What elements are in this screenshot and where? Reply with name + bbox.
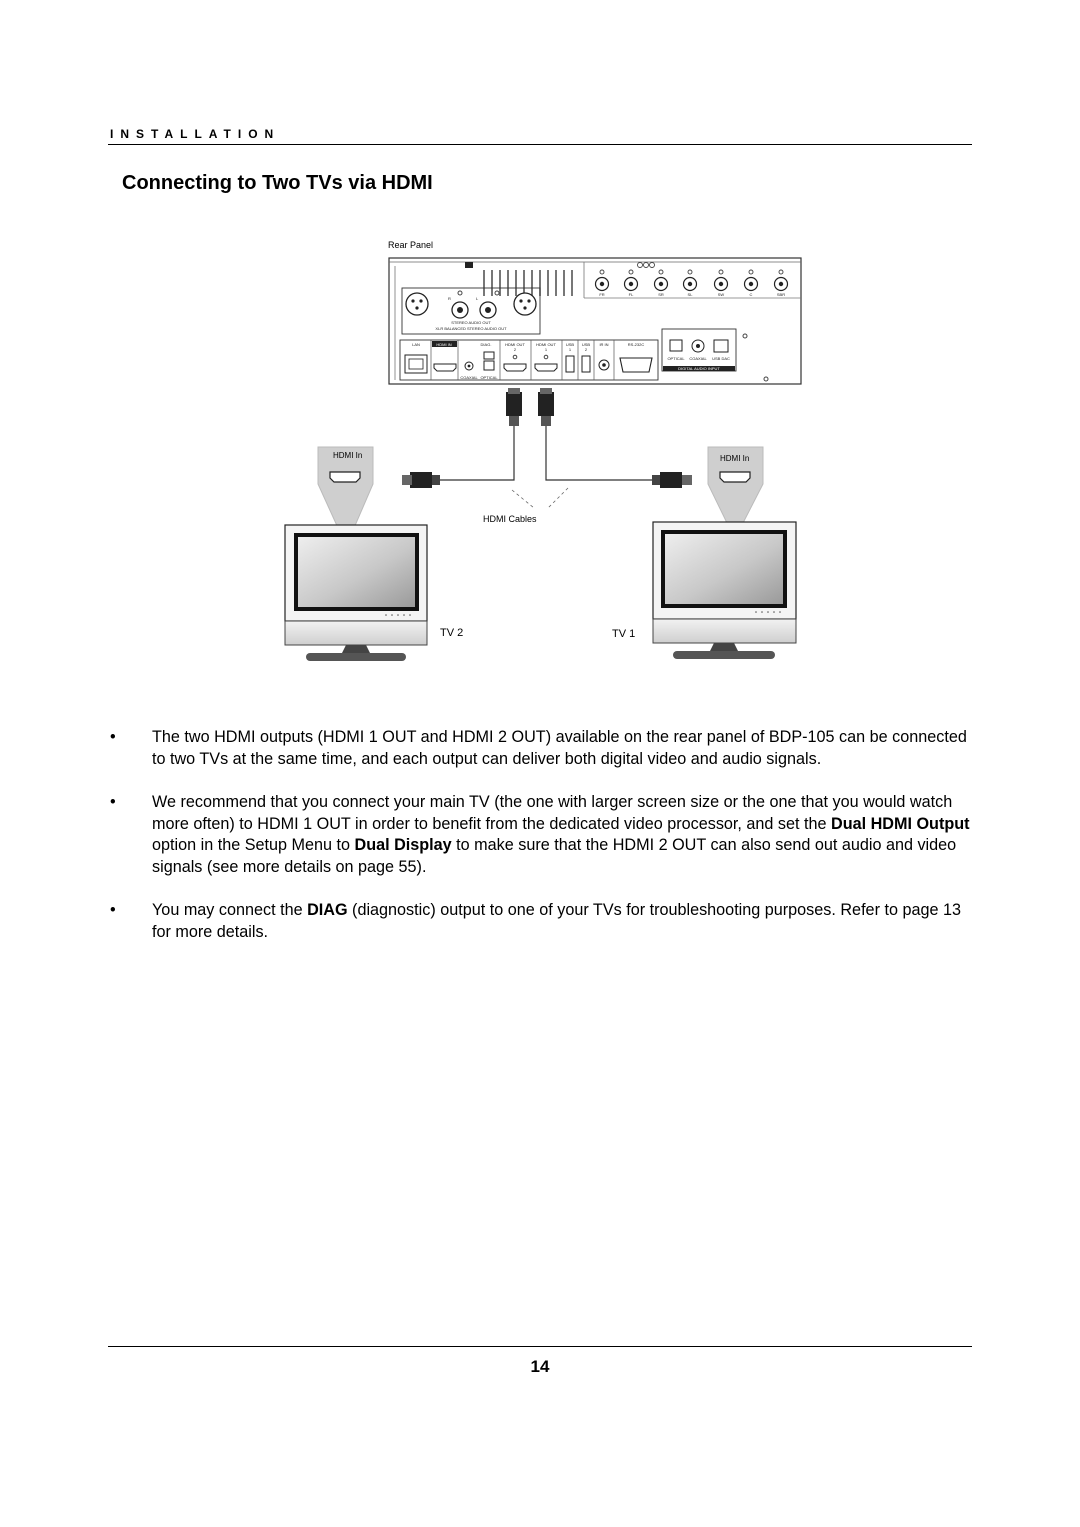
svg-text:COAXIAL: COAXIAL	[460, 375, 478, 380]
svg-text:DIAG.: DIAG.	[481, 342, 492, 347]
connection-diagram: Rear Panel	[0, 230, 1080, 680]
svg-text:HDMI IN: HDMI IN	[436, 342, 451, 347]
footer-rule	[108, 1346, 972, 1347]
bullet-icon: •	[110, 901, 116, 919]
svg-text:OPTICAL: OPTICAL	[667, 356, 685, 361]
svg-text:XLR BALANCED STEREO AUDIO OUT: XLR BALANCED STEREO AUDIO OUT	[435, 326, 507, 331]
svg-text:DIGITAL AUDIO INPUT: DIGITAL AUDIO INPUT	[678, 366, 720, 371]
section-header: INSTALLATION	[110, 127, 281, 141]
svg-text:HDMI In: HDMI In	[333, 451, 362, 460]
bullet-icon: •	[110, 793, 116, 811]
rear-panel: FR FL SR SL SW C SBR R L STEREO AUDIO OU…	[388, 257, 802, 385]
svg-text:SBR: SBR	[777, 292, 785, 297]
svg-text:SL: SL	[688, 292, 694, 297]
bullet-item: • You may connect the DIAG (diagnostic) …	[110, 900, 972, 943]
svg-text:USB DAC: USB DAC	[712, 356, 730, 361]
svg-text:USB: USB	[582, 342, 591, 347]
hdmi-cables-label: HDMI Cables	[483, 514, 537, 524]
svg-text:L: L	[476, 296, 479, 301]
svg-text:RS-232C: RS-232C	[628, 342, 645, 347]
bullet-text: The two HDMI outputs (HDMI 1 OUT and HDM…	[152, 728, 967, 768]
bullet-list: • The two HDMI outputs (HDMI 1 OUT and H…	[110, 727, 972, 965]
svg-text:R: R	[448, 296, 451, 301]
svg-text:LAN: LAN	[412, 342, 420, 347]
rear-panel-label: Rear Panel	[388, 240, 433, 250]
hdmi-cables	[438, 426, 652, 481]
svg-text:FR: FR	[599, 292, 604, 297]
svg-text:STEREO AUDIO OUT: STEREO AUDIO OUT	[451, 320, 491, 325]
hdmi-plug-tv2	[402, 472, 440, 488]
page-title: Connecting to Two TVs via HDMI	[122, 172, 433, 194]
svg-text:USB: USB	[566, 342, 575, 347]
svg-text:1: 1	[569, 347, 572, 352]
header-rule	[108, 144, 972, 145]
svg-text:HDMI OUT: HDMI OUT	[505, 342, 525, 347]
tv-2: HDMI In	[284, 446, 428, 661]
svg-text:FL: FL	[629, 292, 634, 297]
svg-text:SR: SR	[658, 292, 664, 297]
bullet-icon: •	[110, 728, 116, 746]
svg-text:1: 1	[545, 347, 548, 352]
tv-1: HDMI In	[652, 446, 797, 659]
svg-text:OPTICAL: OPTICAL	[480, 375, 498, 380]
svg-text:HDMI In: HDMI In	[720, 454, 749, 463]
svg-text:IR IN: IR IN	[599, 342, 608, 347]
svg-text:COAXIAL: COAXIAL	[689, 356, 707, 361]
hdmi-plug-tv1	[652, 472, 692, 488]
bullet-item: • The two HDMI outputs (HDMI 1 OUT and H…	[110, 727, 972, 770]
bullet-text: We recommend that you connect your main …	[152, 793, 970, 876]
svg-text:2: 2	[585, 347, 588, 352]
svg-text:HDMI OUT: HDMI OUT	[536, 342, 556, 347]
hdmi-plugs-panel	[506, 388, 554, 426]
svg-text:SW: SW	[718, 292, 725, 297]
svg-text:C: C	[750, 292, 753, 297]
tv-2-label: TV 2	[440, 627, 463, 639]
tv-1-label: TV 1	[612, 628, 635, 640]
svg-text:2: 2	[514, 347, 517, 352]
page-number: 14	[530, 1357, 550, 1376]
bullet-text: You may connect the DIAG (diagnostic) ou…	[152, 901, 961, 941]
bullet-item: • We recommend that you connect your mai…	[110, 792, 972, 878]
